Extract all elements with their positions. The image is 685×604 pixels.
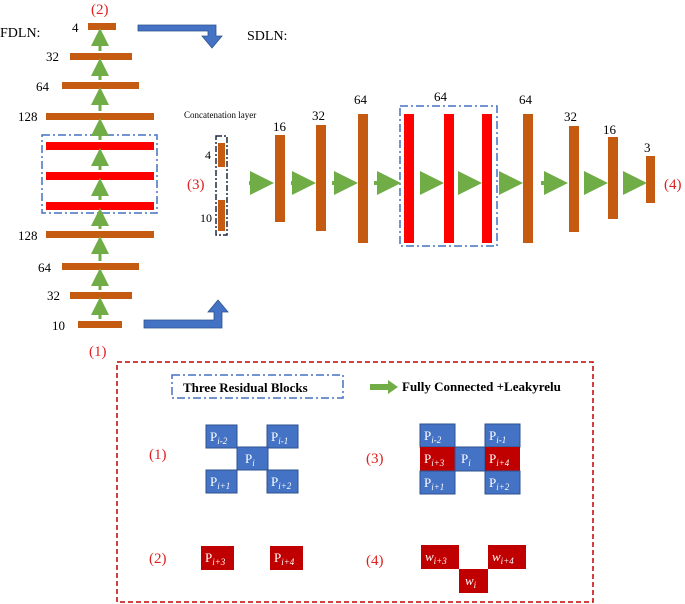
fdln-unit-label: 64: [36, 79, 50, 94]
legend-marker-3: (3): [366, 451, 384, 467]
legend-marker-1: (1): [149, 447, 167, 463]
fdln-layer-64: [62, 263, 139, 270]
cell-label: Pi+3: [424, 451, 445, 468]
sdln-unit-label: 64: [354, 92, 368, 107]
sdln-layer-32-out: [569, 126, 579, 232]
group-1-cells: Pi-2 Pi-1 Pi Pi+1 Pi+2: [205, 424, 299, 494]
concat-segment-4: [218, 143, 225, 167]
sdln-unit-label: 16: [273, 119, 287, 134]
cell-label: Pi+4: [274, 550, 295, 567]
sdln-layer-64: [358, 114, 368, 243]
cell-label: wi+3: [425, 549, 447, 566]
fdln-output-to-sdln-arrow: [137, 24, 223, 49]
group-4-cells: wi+3 wi+4 wi: [421, 545, 526, 593]
cell-p-i+2: [266, 469, 299, 494]
concatenation-box: [215, 135, 228, 236]
fdln-layer-32-upper: [70, 53, 132, 60]
fdln-input-layer: [78, 321, 122, 328]
fdln-layer-32: [70, 292, 132, 299]
cell-p-i+3: [420, 447, 455, 471]
sdln-unit-label: 3: [644, 140, 651, 155]
fdln-output-layer: [88, 23, 116, 30]
concat-segment-10: [218, 200, 225, 231]
cell-label: Pi-2: [424, 428, 442, 445]
cell-p-i: [236, 446, 269, 471]
residual-legend-label: Three Residual Blocks: [183, 380, 308, 395]
fdln-residual-block-3: [46, 202, 154, 210]
cell-label: Pi-1: [489, 428, 506, 445]
fdln-layer-128-upper: [46, 113, 154, 120]
cell-label: wi+4: [492, 549, 514, 566]
fdln-layer-64-upper: [62, 82, 139, 89]
cell-label: Pi-1: [271, 429, 288, 446]
cell-label: wi: [465, 573, 477, 590]
sdln-layer-16-out: [608, 137, 618, 219]
sdln-output-marker: (4): [664, 177, 682, 193]
cell-p-i-2: [205, 424, 238, 449]
fdln-residual-box: [41, 134, 158, 214]
fdln-unit-label: 64: [38, 260, 52, 275]
fdln-input-to-sdln-arrow: [143, 299, 229, 329]
fdln-unit-label: 32: [47, 288, 60, 303]
fdln-residual-block-2: [46, 172, 154, 180]
sdln-output-layer: [646, 156, 655, 203]
cell-p-i+4: [270, 546, 303, 570]
cell-label: Pi: [245, 451, 255, 468]
concat-unit-label: 10: [200, 211, 212, 225]
cell-label: Pi+4: [489, 451, 510, 468]
group-2-cells: Pi+3 Pi+4: [201, 546, 303, 570]
legend-marker-2: (2): [149, 551, 167, 567]
cell-p-i+2: [484, 470, 521, 495]
concat-unit-label: 4: [205, 148, 211, 162]
sdln-unit-label: 16: [603, 122, 617, 137]
cell-label: Pi+3: [205, 550, 226, 567]
residual-legend-box: [171, 374, 344, 399]
fdln-output-marker: (2): [91, 2, 109, 18]
legend-box: [116, 361, 594, 603]
group-3-cells: Pi-2 Pi-1 Pi+3 Pi Pi+4 Pi+1 Pi+2: [419, 423, 521, 495]
cell-label: Pi+2: [489, 475, 510, 492]
concatenation-layer-label: Concatenation layer: [184, 110, 256, 120]
fdln-unit-label: 32: [46, 49, 59, 64]
sdln-layer-16: [275, 135, 285, 222]
cell-p-i-1: [266, 424, 299, 449]
fc-legend-label: Fully Connected +Leakyrelu: [402, 379, 561, 394]
sdln-layer-32: [316, 125, 326, 231]
fdln-residual-block-1: [46, 142, 154, 150]
cell-label: Pi: [461, 451, 471, 468]
sdln-unit-label: 64: [519, 92, 533, 107]
cell-label: Pi-2: [210, 429, 228, 446]
cell-p-i+3: [201, 546, 234, 570]
fdln-unit-label: 128: [18, 228, 38, 243]
cell-label: Pi+1: [424, 475, 444, 492]
cell-p-i+1: [419, 470, 456, 495]
fdln-unit-label: 4: [72, 20, 79, 35]
sdln-unit-label: 32: [564, 109, 577, 124]
cell-w-i: [459, 569, 488, 593]
fdln-unit-label: 10: [52, 318, 65, 333]
cell-p-i+1: [205, 469, 238, 494]
sdln-residual-block-2: [444, 114, 454, 243]
sdln-unit-label: 32: [312, 108, 325, 123]
cell-w-i+3: [421, 545, 459, 569]
fc-legend-arrowhead: [388, 380, 398, 394]
sdln-unit-label: 64: [434, 89, 448, 104]
fdln-unit-label: 128: [18, 109, 38, 124]
sdln-input-marker: (3): [187, 177, 205, 193]
fdln-layer-128-lower: [46, 231, 154, 238]
cell-label: Pi+1: [210, 474, 230, 491]
fdln-label: FDLN:: [0, 26, 40, 41]
cell-w-i+4: [488, 545, 526, 569]
sdln-layer-64-out: [523, 114, 533, 243]
legend-marker-4: (4): [366, 553, 384, 569]
cell-p-i+4: [485, 447, 520, 471]
sdln-residual-block-1: [404, 114, 414, 243]
cell-label: Pi+2: [271, 474, 292, 491]
sdln-residual-block-3: [482, 114, 492, 243]
sdln-label: SDLN:: [247, 29, 287, 44]
fdln-input-marker: (1): [89, 344, 107, 360]
